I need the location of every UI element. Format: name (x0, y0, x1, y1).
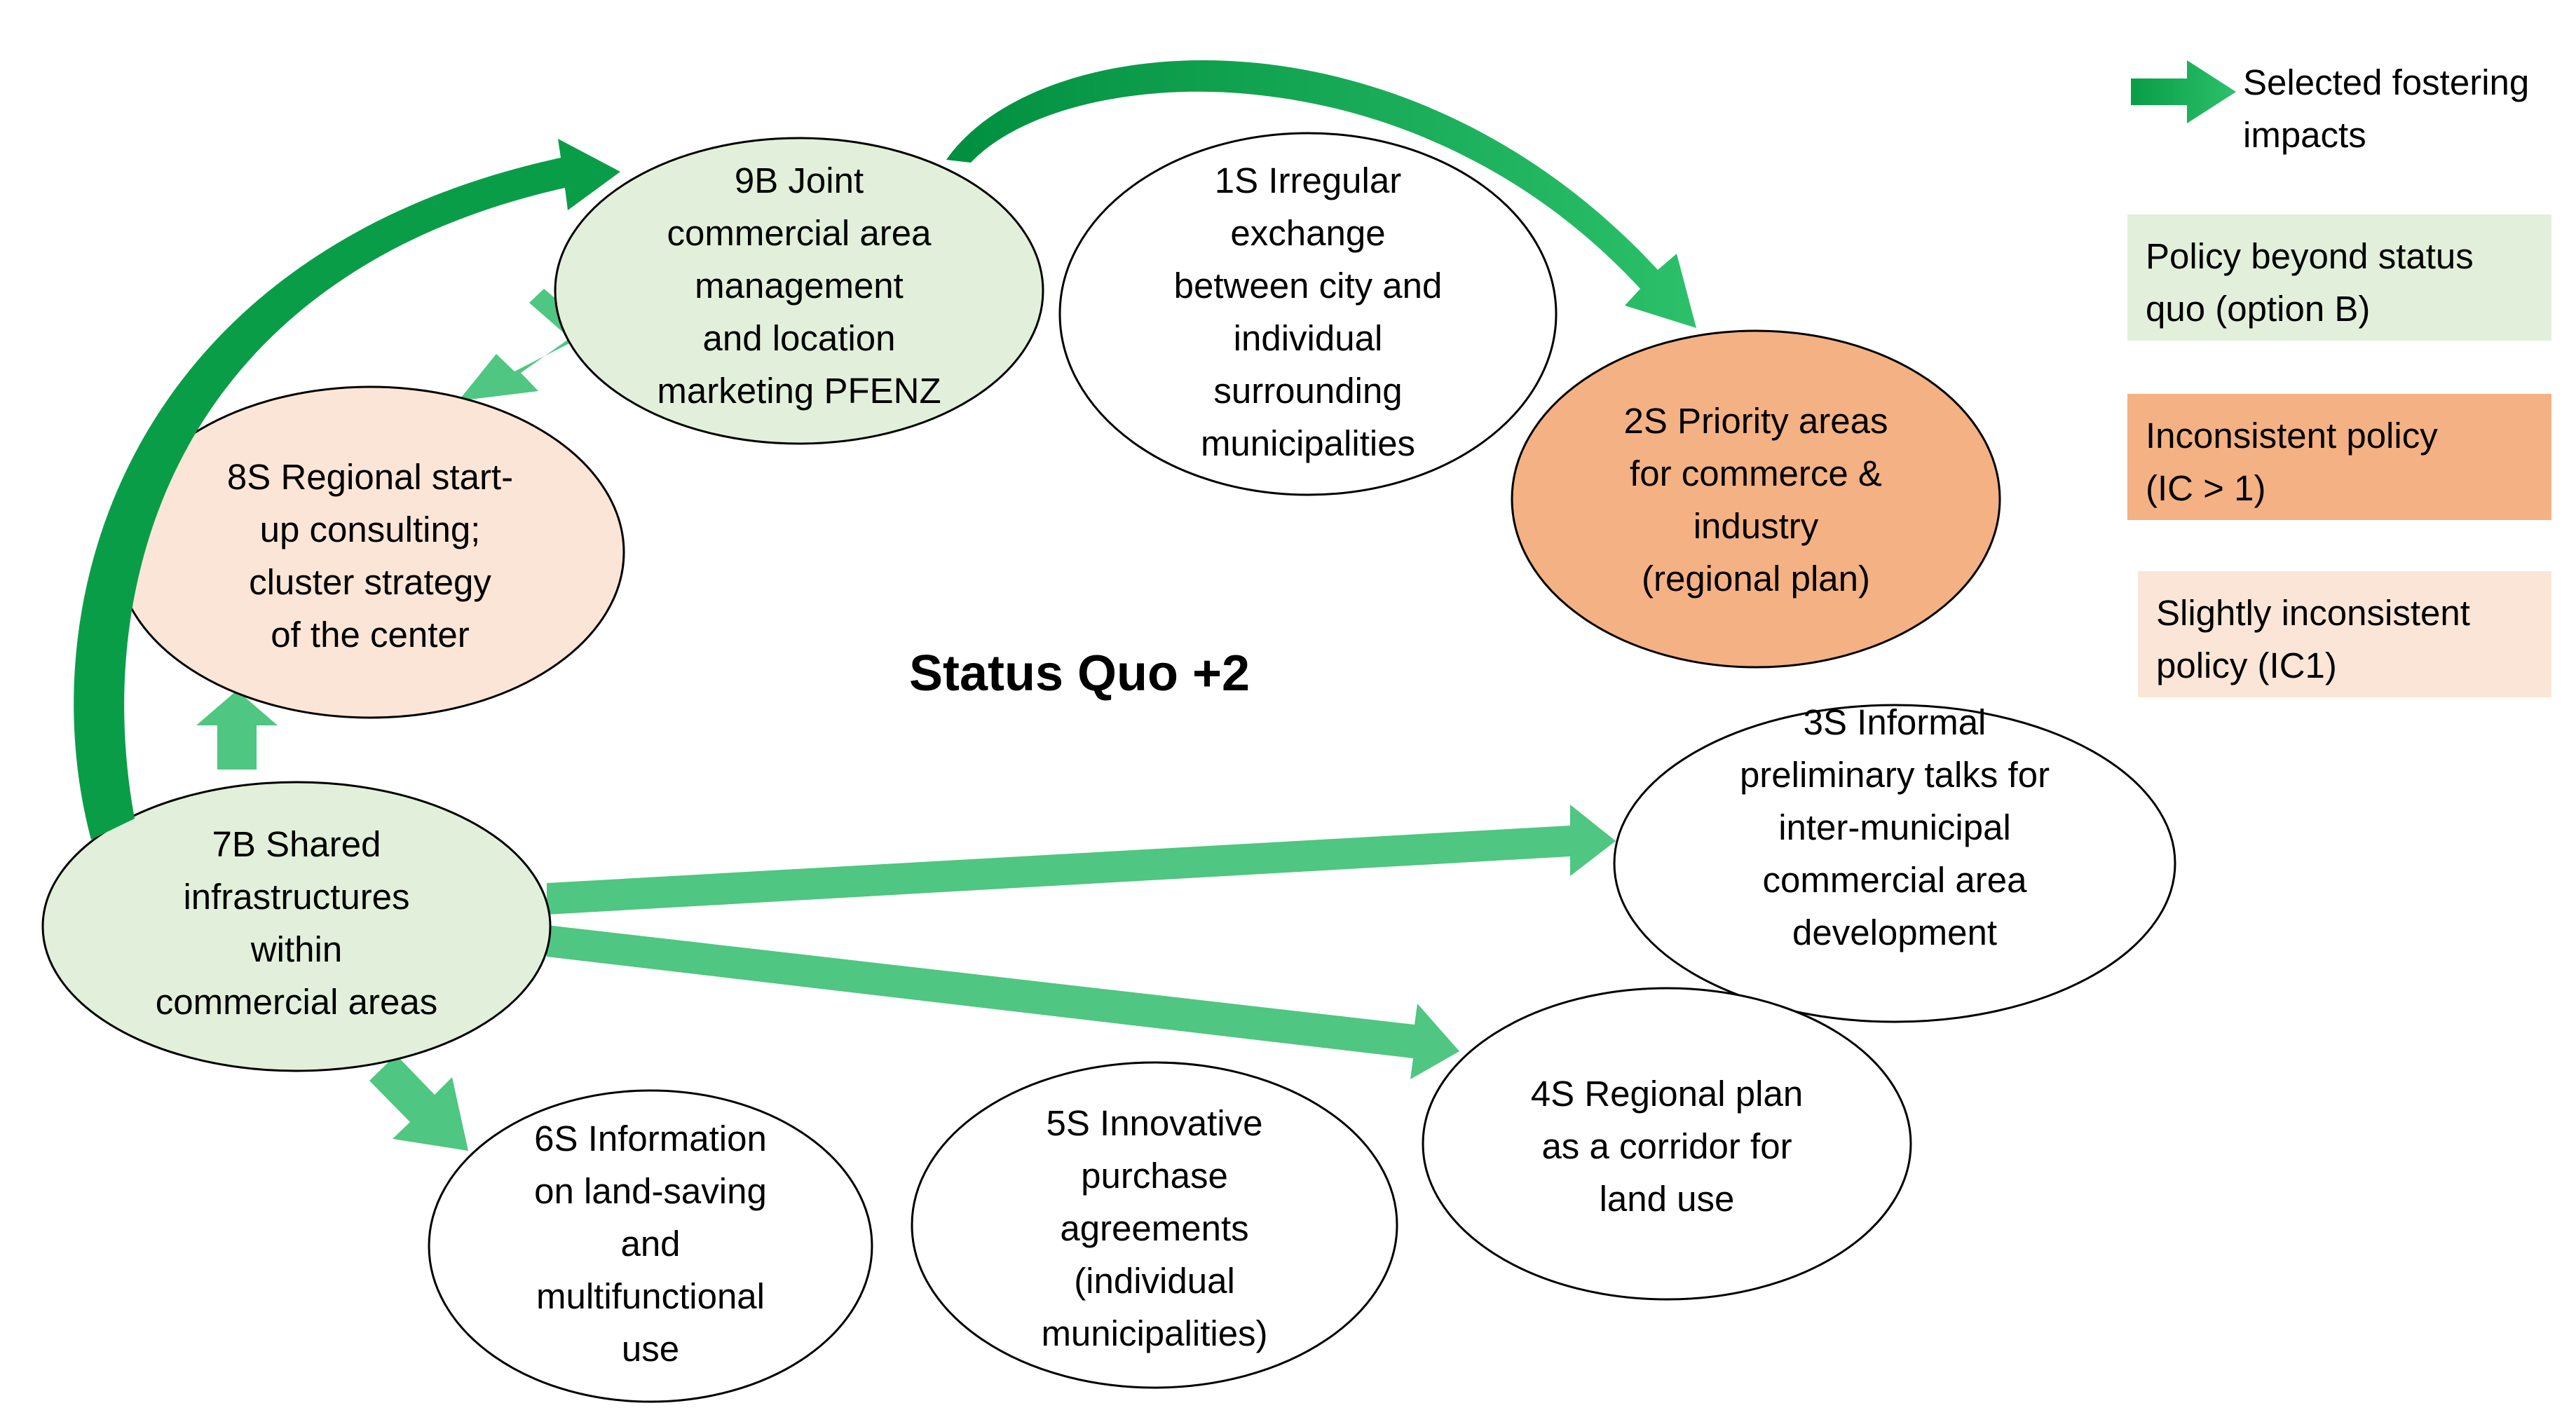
node-2s-line-3: industry (1694, 506, 1819, 546)
node-4s-line-3: land use (1600, 1179, 1735, 1219)
node-3s-label: 3S Informal preliminary talks for inter-mu… (1740, 702, 2050, 952)
legend-slightly-inconsistent-line-1: Slightly inconsistent (2156, 593, 2470, 633)
legend-slightly-inconsistent: Slightly inconsistent policy (IC1) (2138, 571, 2551, 697)
node-2s-line-2: for commerce & (1630, 453, 1882, 493)
node-9b-label: 9B Joint commercial area management and loc… (657, 160, 941, 411)
node-8s-line-2: up consulting; (260, 510, 481, 549)
node-9b-line-5: marketing PFENZ (657, 371, 941, 411)
diagram-title: Status Quo +2 (909, 645, 1250, 702)
node-8s-line-4: of the center (271, 615, 470, 655)
node-2s-line-4: (regional plan) (1642, 559, 1870, 599)
node-1s-line-2: exchange (1230, 213, 1385, 253)
node-6s-line-5: use (622, 1329, 679, 1369)
node-1s-label: 1S Irregular exchange between city and indi… (1174, 160, 1443, 463)
node-6s-line-3: and (620, 1224, 680, 1264)
node-9b-line-1: 9B Joint (735, 160, 864, 200)
node-1s-line-4: individual (1234, 318, 1383, 358)
node-5s-line-5: municipalities) (1041, 1313, 1267, 1353)
node-1s-shape (1058, 132, 1558, 496)
legend-inconsistent: Inconsistent policy (IC > 1) (2127, 394, 2551, 520)
node-7b-line-3: within (250, 929, 342, 969)
node-7b-line-2: infrastructures (183, 877, 409, 917)
node-9b-shape (554, 137, 1044, 445)
legend-inconsistent-line-1: Inconsistent policy (2146, 416, 2438, 456)
node-9b-line-2: commercial area (667, 213, 932, 253)
node-7b-shape (41, 781, 552, 1072)
node-5s-line-2: purchase (1081, 1156, 1228, 1196)
arrow-7b-to-3s (547, 805, 1616, 915)
node-3s-shape (1613, 704, 2176, 1023)
node-7b-line-4: commercial areas (156, 982, 437, 1022)
node-6s-label: 6S Information on land-saving and multifunc… (534, 1119, 767, 1369)
node-1s-line-1: 1S Irregular (1215, 160, 1401, 200)
legend-selected-fostering-impacts: Selected fostering impacts (2243, 56, 2529, 161)
node-9b-line-4: and location (702, 318, 895, 358)
legend-policy-beyond-line-2: quo (option B) (2146, 289, 2371, 329)
node-5s-line-3: agreements (1060, 1208, 1248, 1248)
node-5s-shape (911, 1061, 1398, 1389)
nodes (41, 132, 2176, 1403)
node-9b-line-3: management (695, 266, 904, 306)
node-5s-line-1: 5S Innovative (1046, 1103, 1262, 1143)
node-4s-line-1: 4S Regional plan (1531, 1074, 1803, 1114)
arrow-7b-to-6s (369, 1055, 468, 1151)
node-4s-label: 4S Regional plan as a corridor for land us… (1531, 1074, 1803, 1219)
node-3s-line-1: 3S Informal (1804, 702, 1986, 742)
node-8s-label: 8S Regional start-up consulting; cluster … (227, 457, 513, 655)
node-8s-line-3: cluster strategy (249, 562, 491, 602)
plain-arrows (196, 289, 1616, 1151)
node-7b-label: 7B Shared infrastructures within commercial… (156, 824, 437, 1022)
arrow-7b-to-4s (547, 925, 1459, 1079)
node-7b-line-1: 7B Shared (212, 824, 381, 864)
arrow-9b-to-2s (946, 60, 1696, 328)
node-1s-line-3: between city and (1174, 266, 1443, 306)
node-4s-shape (1422, 987, 1912, 1301)
node-2s-label: 2S Priority areas for commerce & industry (… (1624, 401, 1888, 599)
node-6s-line-2: on land-saving (534, 1171, 767, 1211)
legend-slightly-inconsistent-line-2: policy (IC1) (2156, 645, 2337, 685)
legend-inconsistent-line-2: (IC > 1) (2146, 468, 2266, 508)
node-3s-line-5: development (1792, 912, 1997, 952)
node-1s-line-6: municipalities (1201, 423, 1415, 463)
node-6s-line-1: 6S Information (534, 1119, 767, 1158)
node-5s-label: 5S Innovative purchase agreements (individu… (1041, 1103, 1267, 1353)
node-4s-line-2: as a corridor for (1541, 1126, 1792, 1166)
legend-arrow-icon (2131, 60, 2236, 123)
arrow-7b-to-8s (196, 690, 278, 770)
legend-policy-beyond-line-1: Policy beyond status (2146, 236, 2474, 276)
node-5s-line-4: (individual (1074, 1261, 1235, 1301)
node-8s-line-1: 8S Regional start- (227, 457, 513, 497)
node-1s-line-5: surrounding (1213, 371, 1402, 411)
node-labels: 9B Joint commercial area management and loc… (156, 160, 2050, 1369)
legend-arrow-line-2: impacts (2243, 115, 2366, 155)
node-3s-line-4: commercial area (1763, 860, 2028, 900)
node-2s-line-1: 2S Priority areas (1624, 401, 1888, 441)
node-6s-line-4: multifunctional (536, 1276, 765, 1316)
node-3s-line-2: preliminary talks for (1740, 755, 2050, 795)
node-6s-shape (428, 1089, 873, 1403)
legend-policy-beyond: Policy beyond status quo (option B) (2127, 214, 2551, 341)
legend-arrow-line-1: Selected fostering (2243, 62, 2530, 102)
node-3s-line-3: inter-municipal (1778, 807, 2011, 847)
arrow-9b-to-8s (458, 289, 587, 401)
selected-arrows (74, 60, 1696, 840)
node-2s-shape (1511, 329, 2001, 669)
